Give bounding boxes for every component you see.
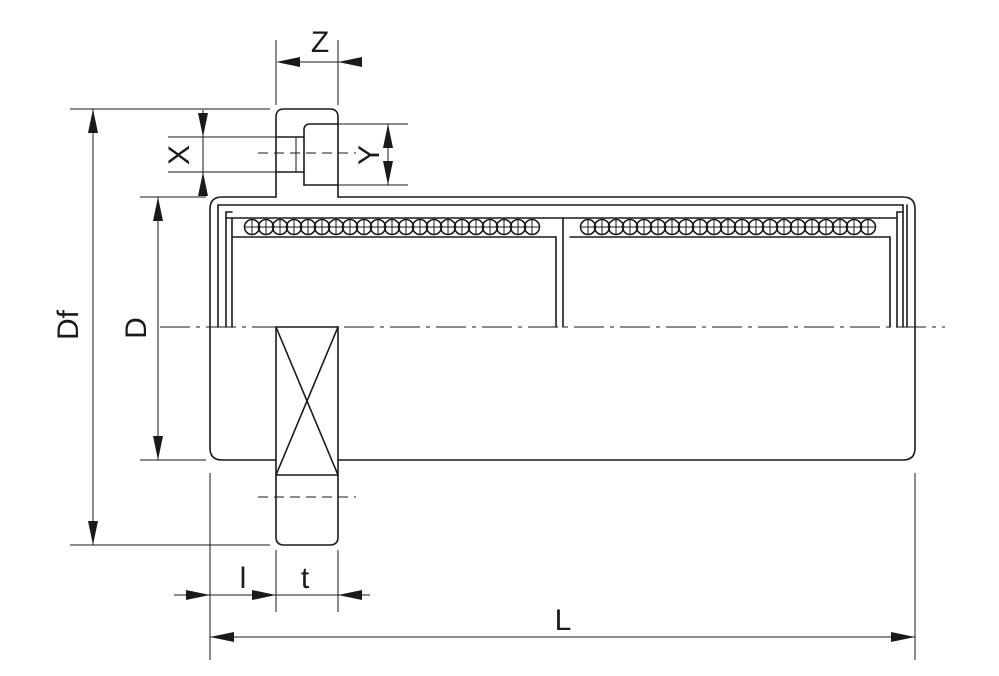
dim-label-l-small: l (240, 562, 247, 595)
ball-row-left (243, 218, 541, 236)
dim-label-df: Df (52, 309, 85, 340)
flange (275, 108, 339, 546)
dim-label-d: D (120, 317, 153, 339)
ball-row-right (579, 218, 877, 236)
dim-label-l-total: L (555, 604, 572, 637)
center-lines (160, 152, 945, 498)
dim-label-z: Z (311, 26, 329, 59)
dim-label-y: Y (353, 145, 386, 165)
dim-label-x: X (163, 145, 196, 165)
dimension-lines (70, 40, 916, 660)
housing-body (209, 196, 916, 461)
ball-retainer (225, 204, 904, 328)
dim-label-t: t (301, 562, 310, 595)
